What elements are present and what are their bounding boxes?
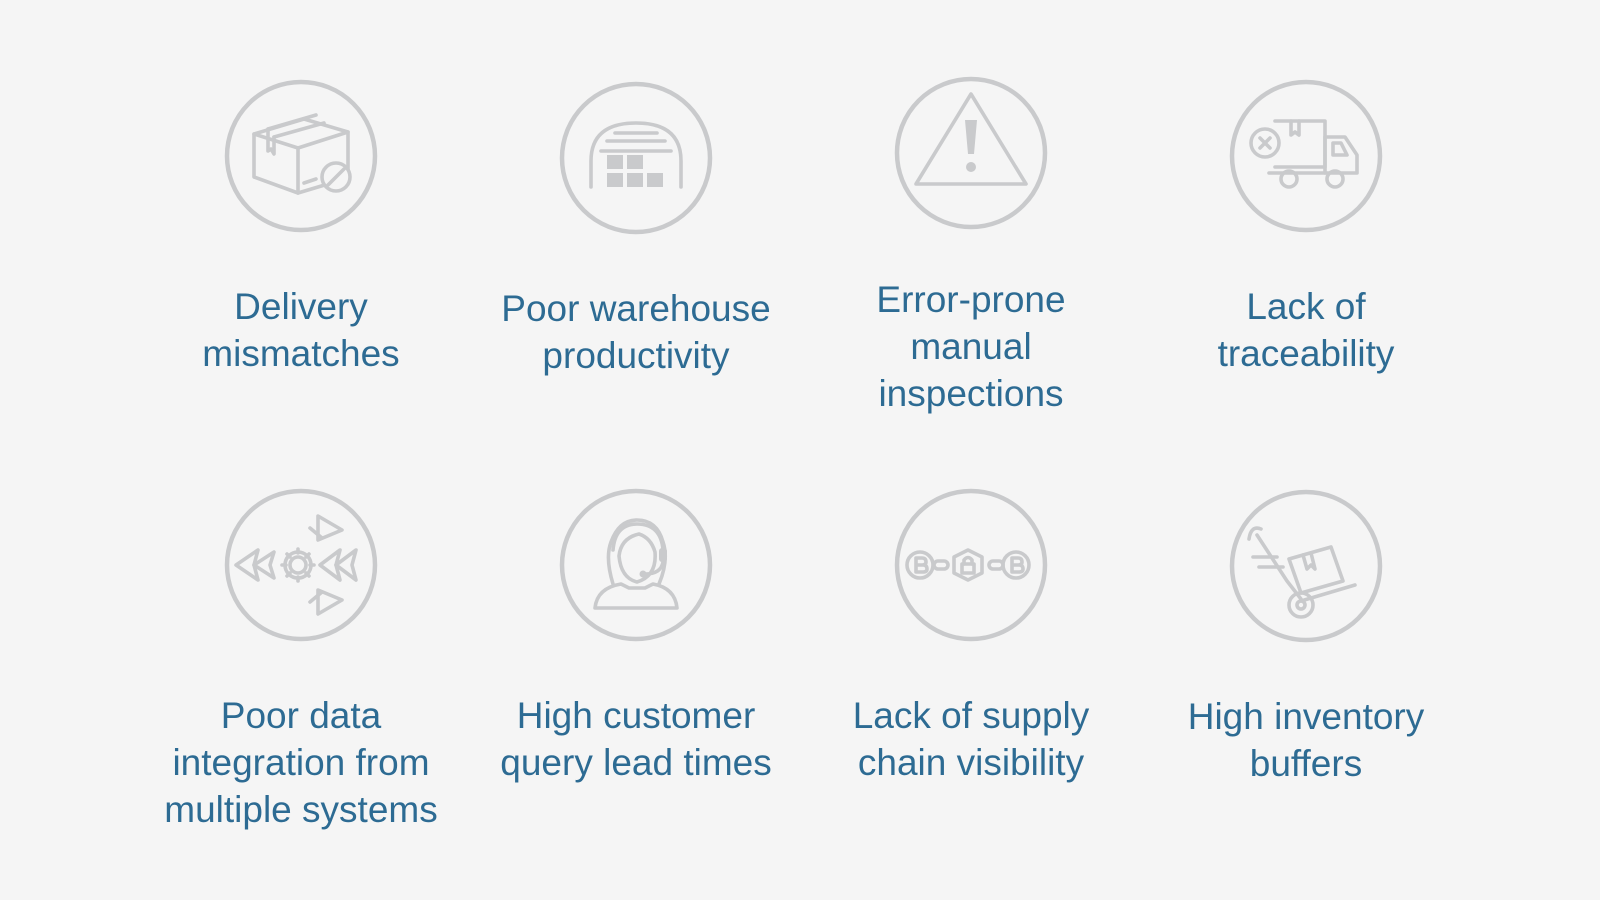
challenge-inventory-buffers: High inventory buffers — [1146, 489, 1466, 787]
warehouse-icon — [559, 81, 713, 235]
delivery-truck-icon — [1229, 79, 1383, 233]
challenge-label: Error-prone manual inspections — [876, 279, 1066, 414]
challenge-warehouse-productivity: Poor warehouse productivity — [476, 81, 796, 379]
customer-support-icon — [559, 488, 713, 642]
challenge-label: Delivery mismatches — [202, 286, 400, 374]
challenge-delivery-mismatches: Delivery mismatches — [141, 79, 461, 377]
blockchain-icon — [894, 488, 1048, 642]
warning-icon — [894, 76, 1048, 230]
challenge-label: High inventory buffers — [1187, 696, 1425, 784]
hand-truck-icon — [1229, 489, 1383, 643]
challenge-label: Poor data integration from multiple syst… — [164, 695, 438, 830]
challenge-traceability: Lack of traceability — [1146, 79, 1466, 377]
package-icon — [224, 79, 378, 233]
challenge-label: Lack of supply chain visibility — [852, 695, 1090, 783]
challenge-supply-chain-visibility: Lack of supply chain visibility — [811, 488, 1131, 786]
challenge-label: High customer query lead times — [500, 695, 772, 783]
data-integration-icon — [224, 488, 378, 642]
challenge-manual-inspections: Error-prone manual inspections — [811, 76, 1131, 417]
challenge-customer-query: High customer query lead times — [476, 488, 796, 786]
challenge-label: Lack of traceability — [1217, 286, 1395, 374]
challenge-label: Poor warehouse productivity — [501, 288, 771, 376]
challenge-data-integration: Poor data integration from multiple syst… — [141, 488, 461, 833]
